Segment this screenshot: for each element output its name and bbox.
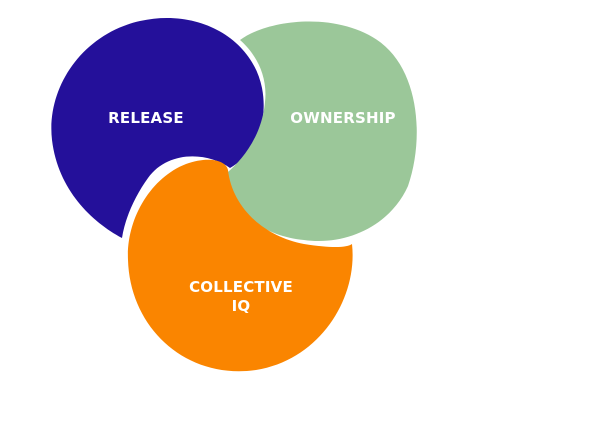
- collective-iq-label: COLLECTIVE IQ: [176, 278, 306, 316]
- release-blob: [51, 17, 264, 238]
- collective-iq-label-line-2: IQ: [231, 297, 251, 315]
- collective-iq-blob: [127, 159, 353, 372]
- collective-iq-label-line-1: COLLECTIVE: [189, 278, 293, 296]
- release-label: RELEASE: [108, 109, 184, 127]
- ownership-label: OWNERSHIP: [290, 109, 396, 127]
- ownership-blob: [228, 21, 417, 242]
